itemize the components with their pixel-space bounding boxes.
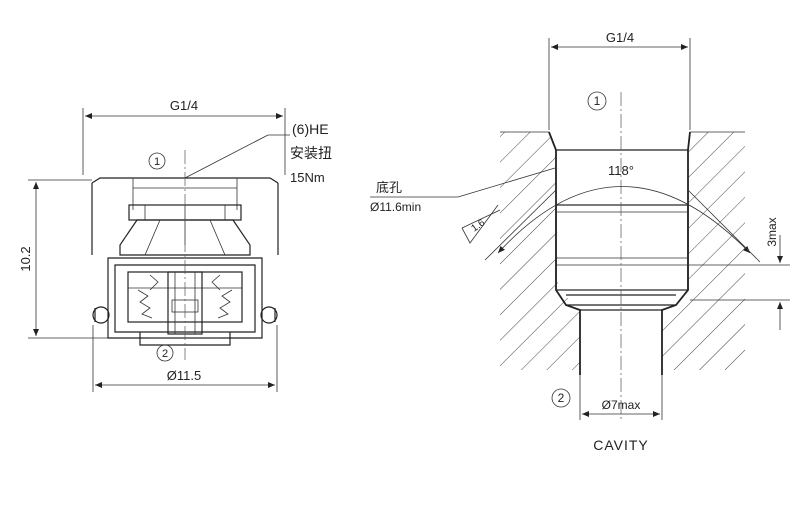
right-balloon-2: 2	[551, 388, 571, 408]
hole-label: 底孔	[376, 180, 402, 195]
cavity-hatch-left	[500, 132, 580, 370]
left-balloon-2: 2	[156, 344, 174, 362]
left-note-line1: (6)HE	[292, 121, 329, 137]
right-dim-bottom-label: Ø7max	[602, 398, 641, 412]
left-view: G1/4 (6)HE 安装扭 15Nm 1 10.2	[18, 98, 403, 392]
svg-text:1: 1	[154, 156, 160, 168]
cavity-caption: CAVITY	[593, 437, 649, 453]
right-dim-top-label: G1/4	[606, 30, 634, 45]
drill-angle: 118°	[484, 163, 761, 263]
left-dim-bottom-label: Ø11.5	[167, 368, 201, 383]
roughness-label: 1.6	[469, 217, 487, 234]
left-note-line2: 安装扭	[290, 145, 332, 161]
roughness-symbol: 1.6	[461, 204, 501, 244]
left-note: (6)HE 安装扭 15Nm	[184, 110, 403, 200]
hole-note: 底孔 Ø11.6min	[370, 167, 556, 214]
svg-text:2: 2	[162, 348, 168, 360]
angle-label: 118°	[608, 163, 634, 178]
right-balloon-1: 1	[587, 91, 607, 111]
cavity-profile	[548, 131, 691, 375]
cavity-hatch-right	[662, 132, 745, 370]
right-dim-3max-label: 3max	[765, 217, 779, 246]
hole-dia: Ø11.6min	[370, 200, 421, 214]
left-note-line3: 15Nm	[290, 170, 325, 185]
left-dim-top-label: G1/4	[170, 98, 198, 113]
svg-text:1: 1	[594, 94, 601, 108]
right-dim-top: G1/4	[548, 30, 691, 130]
left-dim-bottom: Ø11.5	[92, 325, 278, 392]
left-dim-top: G1/4	[82, 98, 286, 175]
right-dim-bottom: Ø7max	[579, 375, 663, 420]
left-balloon-1: 1	[148, 152, 166, 170]
right-view: G1/4 1 118° 底孔 Ø11.6min 1.6	[370, 30, 790, 453]
svg-text:2: 2	[558, 391, 565, 405]
right-dim-3max: 3max	[688, 217, 790, 330]
left-dim-height-label: 10.2	[18, 246, 33, 271]
